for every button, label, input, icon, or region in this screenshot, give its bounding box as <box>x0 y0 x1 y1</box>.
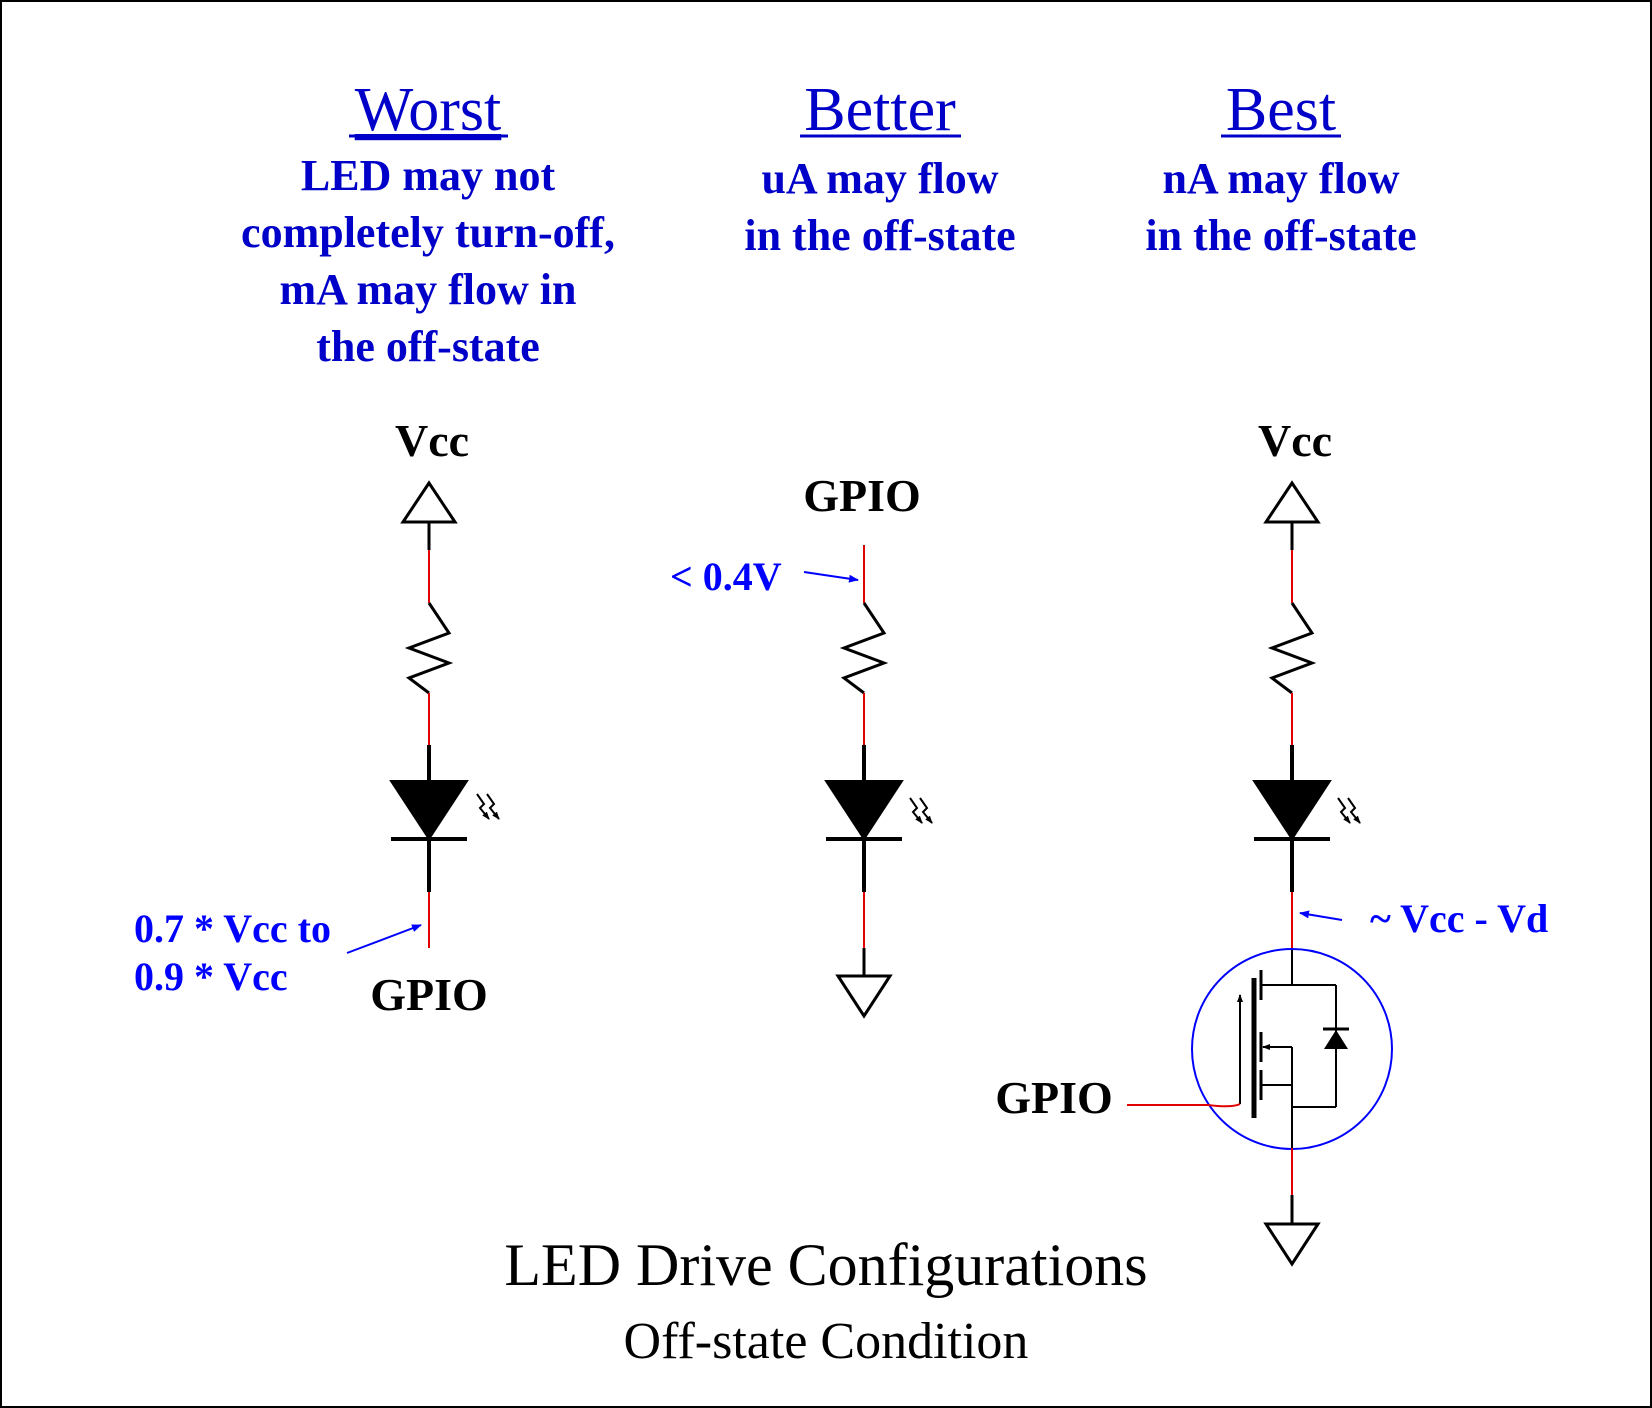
better-led-light-arrows-icon <box>909 797 933 824</box>
better-resistor <box>839 602 889 695</box>
best-annotation: ~ Vcc - Vd <box>1370 896 1548 941</box>
better-annotation: < 0.4V <box>670 554 782 599</box>
best-gpio-label: GPIO <box>995 1072 1113 1123</box>
worst-annotation-line-2: 0.9 * Vcc <box>134 954 288 999</box>
best-ground-symbol <box>1263 1222 1321 1267</box>
worst-led-light-arrows-icon <box>476 793 500 820</box>
better-ground-symbol <box>835 974 893 1019</box>
better-heading: Better <box>804 76 956 144</box>
worst-desc-line-3: mA may flow in <box>280 265 577 314</box>
worst-desc-line-1: LED may not <box>301 151 556 200</box>
best-resistor <box>1267 602 1317 695</box>
best-vcc-symbol <box>1263 480 1321 524</box>
best-gpio-wire-curve <box>1207 1103 1241 1108</box>
diagram-title: LED Drive Configurations <box>504 1232 1147 1298</box>
diagram-subtitle: Off-state Condition <box>624 1313 1029 1370</box>
worst-annotation-arrow <box>346 924 422 954</box>
better-led-icon <box>824 780 904 841</box>
worst-resistor <box>404 602 454 695</box>
worst-led-icon <box>389 780 469 841</box>
worst-gpio-label: GPIO <box>370 969 488 1020</box>
best-desc-line-1: nA may flow <box>1162 154 1399 203</box>
better-desc-line-2: in the off-state <box>744 211 1015 260</box>
better-annotation-arrow <box>803 571 859 583</box>
best-led-icon <box>1252 780 1332 841</box>
better-gpio-label: GPIO <box>803 470 921 521</box>
better-column: Better uA may flow in the off-state GPIO… <box>670 76 1016 1019</box>
worst-desc-line-2: completely turn-off, <box>241 208 615 257</box>
worst-desc-line-4: the off-state <box>316 322 540 371</box>
best-column: Best nA may flow in the off-state Vcc ~ … <box>995 76 1548 1267</box>
mosfet-body-diode-icon <box>1324 1030 1348 1049</box>
worst-annotation-line-1: 0.7 * Vcc to <box>134 906 331 951</box>
better-desc-line-1: uA may flow <box>761 154 998 203</box>
best-desc-line-2: in the off-state <box>1145 211 1416 260</box>
worst-column: Worst LED may not completely turn-off, m… <box>134 76 615 1020</box>
best-annotation-arrow <box>1299 910 1343 921</box>
worst-vcc-symbol <box>400 480 458 524</box>
worst-vcc-label: Vcc <box>395 415 469 466</box>
best-vcc-label: Vcc <box>1258 415 1332 466</box>
best-led-light-arrows-icon <box>1337 797 1361 824</box>
best-heading: Best <box>1226 76 1336 144</box>
worst-heading: Worst <box>355 76 502 144</box>
